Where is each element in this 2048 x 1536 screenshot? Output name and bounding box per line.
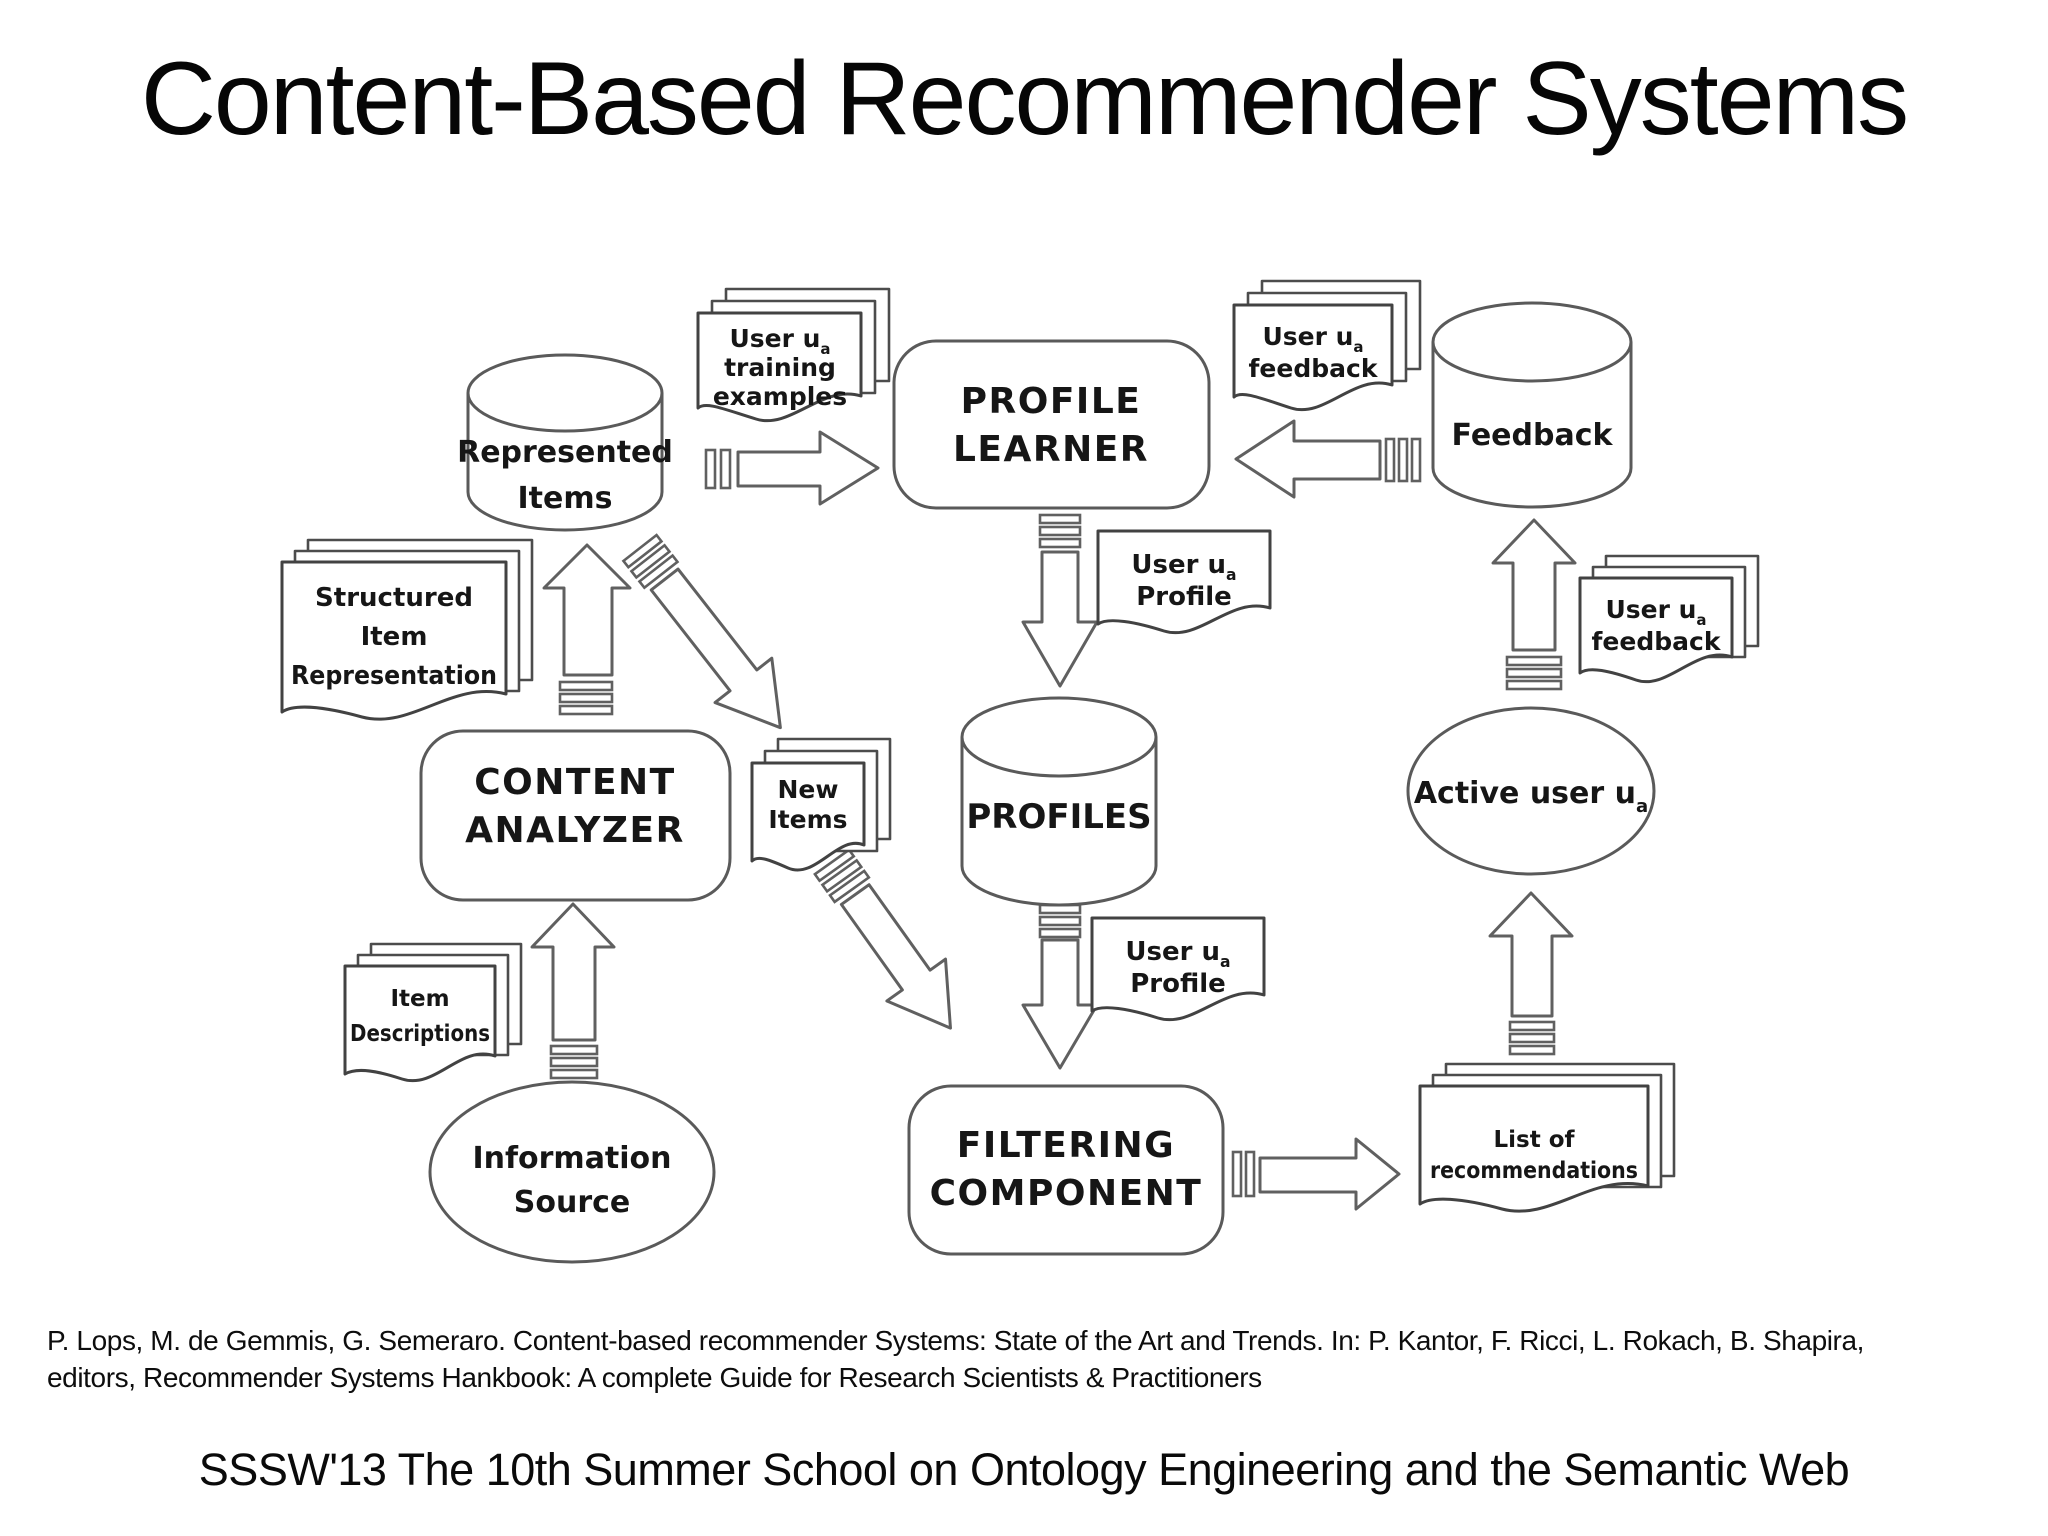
arrow-list-to-active-user xyxy=(1488,891,1574,1056)
information-source-ellipse: Information Source xyxy=(428,1080,716,1264)
arrow-training-to-learner xyxy=(704,430,880,506)
feedback-right-doc-label-1: User ua xyxy=(1605,595,1706,629)
arrow-analyzer-to-represented-items xyxy=(542,543,632,716)
information-source-label-2: Source xyxy=(514,1185,631,1220)
content-analyzer-label-2: ANALYZER xyxy=(465,810,685,851)
profile-learner-label-1: PROFILE xyxy=(961,381,1142,422)
arrow-feedback-to-learner xyxy=(1234,419,1422,499)
citation: P. Lops, M. de Gemmis, G. Semeraro. Cont… xyxy=(47,1322,2007,1396)
profile-top-doc-label-2: Profile xyxy=(1136,582,1232,612)
arrow-source-to-analyzer xyxy=(530,902,616,1080)
new-items-doc-label-2: Items xyxy=(768,805,847,834)
active-user-label: Active user ua xyxy=(1414,776,1648,817)
doc-user-feedback-right: User ua feedback xyxy=(1578,554,1760,684)
feedback-top-doc-label-1: User ua xyxy=(1262,322,1363,356)
represented-items-label-2: Items xyxy=(518,481,613,516)
profiles-cylinder: PROFILES xyxy=(960,696,1158,907)
training-doc-label-3: examples xyxy=(713,382,847,411)
represented-items-label-1: Represented xyxy=(457,435,673,470)
filtering-component-box: FILTERING COMPONENT xyxy=(907,1084,1225,1256)
profile-bottom-doc-label-1: User ua xyxy=(1125,937,1230,971)
item-descriptions-doc-label-1: Item xyxy=(390,986,449,1012)
doc-list-of-recommendations: List of recommendations xyxy=(1418,1062,1676,1213)
doc-user-profile-top: User ua Profile xyxy=(1096,529,1272,635)
feedback-db-label: Feedback xyxy=(1452,418,1614,453)
profile-bottom-doc-label-2: Profile xyxy=(1130,969,1226,999)
footer-text: SSSW'13 The 10th Summer School on Ontolo… xyxy=(198,1444,1850,1495)
slide-title: Content-Based Recommender Systems xyxy=(140,41,1909,157)
new-items-doc-label-1: New xyxy=(778,775,839,804)
feedback-top-doc-label-2: feedback xyxy=(1249,354,1379,383)
structured-doc-label-1: Structured xyxy=(315,583,473,613)
citation-line-2: editors, Recommender Systems Hankbook: A… xyxy=(47,1362,1262,1393)
doc-item-descriptions: Item Descriptions xyxy=(343,942,523,1083)
filtering-component-label-2: COMPONENT xyxy=(930,1173,1203,1214)
citation-line-1: P. Lops, M. de Gemmis, G. Semeraro. Cont… xyxy=(47,1325,1865,1356)
filtering-component-label-1: FILTERING xyxy=(957,1125,1175,1166)
arrow-learner-to-profiles xyxy=(1021,513,1099,688)
item-descriptions-doc-label-2: Descriptions xyxy=(350,1021,490,1047)
doc-new-items: New Items xyxy=(750,737,892,872)
profile-top-doc-label-1: User ua xyxy=(1131,550,1236,584)
structured-doc-label-2: Item xyxy=(361,622,428,652)
structured-doc-label-3: Representation xyxy=(291,661,497,691)
content-analyzer-label-1: CONTENT xyxy=(474,762,676,803)
doc-user-feedback-top: User ua feedback xyxy=(1232,279,1422,412)
doc-user-profile-bottom: User ua Profile xyxy=(1090,916,1266,1022)
list-doc-label-1: List of xyxy=(1493,1127,1575,1153)
profile-learner-label-2: LEARNER xyxy=(953,429,1149,470)
arrow-represented-to-new-items xyxy=(621,533,782,730)
profile-learner-box: PROFILE LEARNER xyxy=(892,339,1211,510)
represented-items-cylinder: Represented Items xyxy=(457,353,673,532)
training-doc-label-2: training xyxy=(724,353,836,382)
feedback-right-doc-label-2: feedback xyxy=(1592,627,1722,656)
training-doc-label-1: User ua xyxy=(729,324,830,358)
doc-structured-item-representation: Structured Item Representation xyxy=(280,538,534,721)
list-doc-label-2: recommendations xyxy=(1430,1158,1638,1184)
feedback-cylinder: Feedback xyxy=(1431,301,1633,509)
information-source-label-1: Information xyxy=(472,1141,671,1176)
arrow-filtering-to-list xyxy=(1231,1137,1401,1211)
content-analyzer-box: CONTENT ANALYZER xyxy=(419,729,732,902)
arrow-new-items-to-filtering xyxy=(813,847,952,1030)
active-user-ellipse: Active user ua xyxy=(1406,706,1656,876)
arrow-profiles-to-filtering xyxy=(1021,903,1099,1070)
arrow-active-user-to-feedback xyxy=(1491,518,1577,691)
profiles-db-label: PROFILES xyxy=(966,797,1151,837)
doc-training-examples: User ua training examples xyxy=(696,287,891,423)
